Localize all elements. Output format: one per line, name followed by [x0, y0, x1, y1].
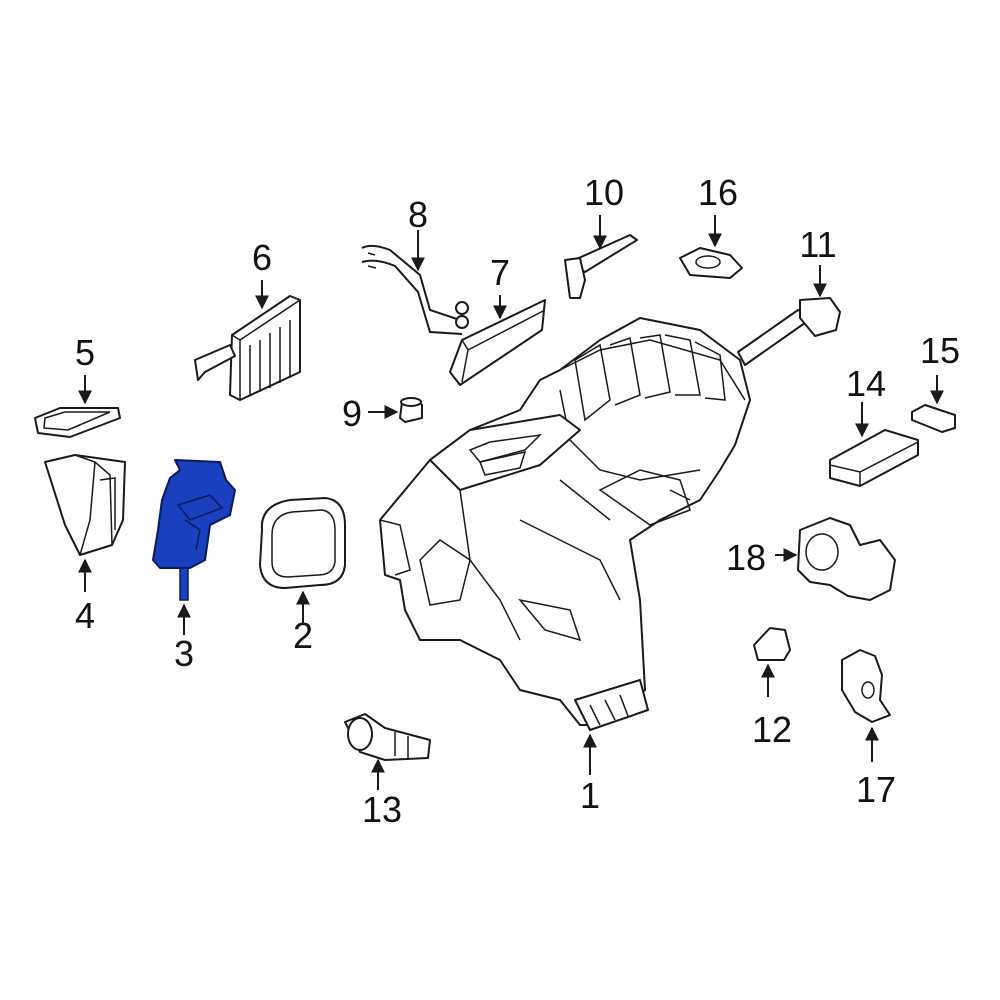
part-5-filter-frame[interactable]: [34, 407, 121, 438]
callout-3: 3: [174, 633, 194, 674]
callout-9: 9: [342, 393, 362, 434]
callout-14: 14: [846, 363, 886, 404]
part-12-connector[interactable]: [753, 627, 791, 661]
part-1-hvac-housing[interactable]: [379, 317, 751, 731]
callout-2: 2: [293, 615, 313, 656]
callout-16: 16: [698, 172, 738, 213]
callout-1: 1: [580, 775, 600, 816]
part-4-duct[interactable]: [44, 454, 126, 556]
part-13-sensor-plug[interactable]: [344, 713, 431, 761]
part-16-motor-ring[interactable]: [679, 247, 743, 279]
part-3-highlighted-part[interactable]: [152, 459, 236, 601]
callout-13: 13: [362, 789, 402, 830]
callout-7: 7: [490, 252, 510, 293]
part-17-bracket[interactable]: [841, 649, 891, 723]
part-10-sensor[interactable]: [564, 234, 638, 299]
part-9-grommet[interactable]: [399, 397, 423, 423]
callout-11: 11: [799, 224, 836, 265]
part-3-body: [152, 459, 236, 569]
part-14-filter[interactable]: [829, 429, 919, 487]
leader-arrows: [78, 215, 944, 790]
callout-10: 10: [584, 172, 624, 213]
callout-17: 17: [856, 769, 896, 810]
part-7-cabin-filter[interactable]: [449, 299, 546, 386]
part-11-sensor[interactable]: [737, 297, 841, 366]
part-18-blower-housing[interactable]: [797, 517, 896, 601]
callout-18: 18: [726, 537, 766, 578]
callout-8: 8: [408, 194, 428, 235]
part-6-evaporator[interactable]: [194, 295, 301, 401]
callout-4: 4: [75, 595, 95, 636]
callout-15: 15: [920, 330, 960, 371]
callout-labels: 1 2 3 4 5 6 7 8 9 10 11 12 13 14 15 16 1…: [75, 172, 960, 830]
part-2-seal[interactable]: [259, 497, 346, 589]
callout-12: 12: [752, 709, 792, 750]
part-3-stem: [179, 567, 189, 601]
callout-5: 5: [75, 332, 95, 373]
part-15-block[interactable]: [911, 404, 956, 433]
part-8-ac-lines[interactable]: [361, 244, 469, 335]
callout-6: 6: [252, 237, 272, 278]
